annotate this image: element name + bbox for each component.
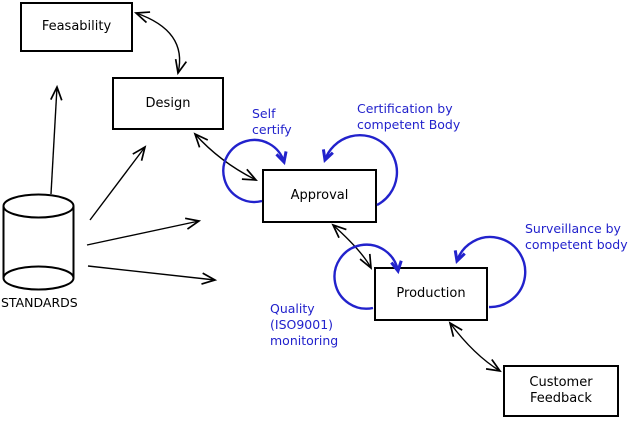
annotation-certification: Certification by competent Body	[357, 101, 460, 133]
annotation-certification-line1: Certification by	[357, 101, 453, 116]
standards-cylinder-sides	[2, 206, 75, 278]
node-feasability-label: Feasability	[41, 19, 112, 34]
node-feasability: Feasability	[20, 2, 133, 52]
standards-cylinder	[2, 193, 75, 291]
arrow-production-customer-feedback	[448, 321, 502, 373]
node-design-label: Design	[145, 95, 191, 111]
annotation-quality-line1: Quality	[270, 301, 315, 316]
node-customer-feedback-label-line1: Customer	[529, 375, 593, 390]
arrow-standards-to-feasability	[50, 84, 63, 195]
annotation-quality-monitoring: Quality (ISO9001) monitoring	[270, 301, 338, 349]
arrow-standards-to-approval	[86, 217, 202, 246]
annotation-surveillance: Surveillance by competent body	[525, 221, 628, 253]
arrow-feasability-design	[133, 11, 188, 76]
arrow-standards-to-design	[89, 145, 147, 221]
standards-cylinder-top	[2, 193, 75, 219]
annotation-certification-line2: competent Body	[357, 117, 461, 132]
annotation-self-certify: Self certify	[252, 106, 292, 138]
node-production: Production	[374, 267, 488, 321]
arrow-design-approval	[193, 132, 258, 181]
standards-label: STANDARDS	[1, 295, 78, 310]
node-customer-feedback: Customer Feedback	[503, 365, 619, 417]
standards-cylinder-bottom	[2, 265, 75, 291]
node-design: Design	[112, 77, 224, 130]
annotation-self-certify-line2: certify	[252, 122, 292, 137]
annotation-surveillance-line1: Surveillance by	[525, 221, 621, 236]
annotation-quality-line3: monitoring	[270, 333, 339, 348]
node-approval-label: Approval	[290, 188, 349, 203]
annotation-surveillance-line2: competent body	[525, 237, 628, 252]
arrow-standards-to-production	[87, 265, 218, 285]
node-customer-feedback-label-line2: Feedback	[530, 391, 592, 406]
arrow-approval-production	[331, 223, 373, 270]
node-production-label: Production	[396, 286, 466, 301]
node-approval: Approval	[262, 169, 377, 223]
annotation-quality-line2: (ISO9001)	[270, 317, 334, 332]
annotation-self-certify-line1: Self	[252, 106, 276, 121]
